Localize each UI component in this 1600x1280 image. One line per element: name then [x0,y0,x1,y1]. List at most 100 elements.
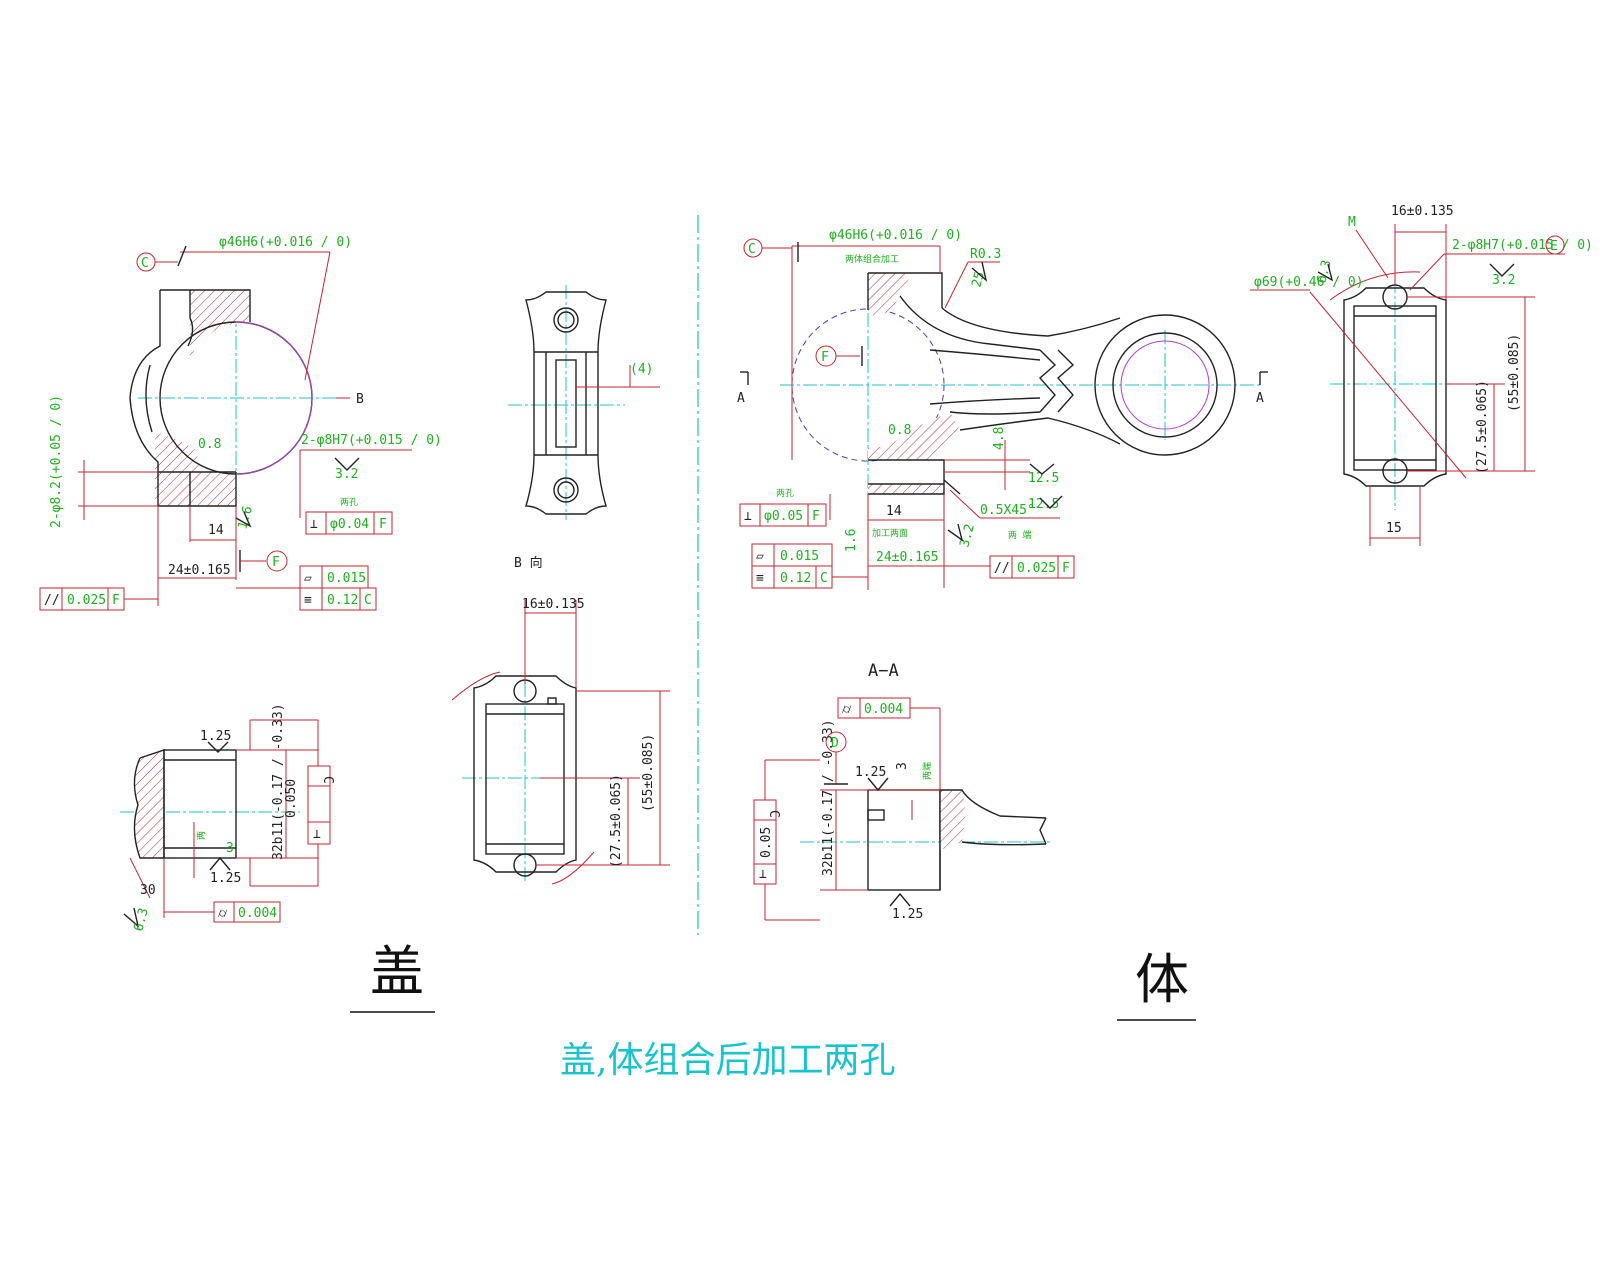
cap-title: 盖 [370,940,424,1003]
cap-b-view: (4) B 向 [508,285,660,571]
cap-section-view: 两 32b11(-0.17 / -0.33) 1.25 1.25 3 30 6.… [120,703,335,933]
svg-text://: // [44,593,60,608]
body-sv-275: (27.5±0.065) [1475,380,1490,474]
body-main-view: A A [737,272,1268,520]
svg-text:0.015: 0.015 [780,549,819,564]
svg-text:0.025: 0.025 [67,593,106,608]
body-fcf-flat-sym: ▱ 0.015 ≡ 0.12 C [751,543,868,589]
cap-sec-63: 6.3 [131,906,152,933]
svg-text:▱: ▱ [304,571,312,586]
svg-text:φ0.05: φ0.05 [764,509,803,524]
cap-flange-view: 16±0.135 (55±0.085) (27.5±0.065) [451,597,670,885]
cap-ra-08: 0.8 [198,437,221,452]
body-aa-ra-bot: 1.25 [892,907,923,922]
svg-text:0.025: 0.025 [1017,561,1056,576]
body-sv-55: (55±0.085) [1507,334,1522,412]
body-ra-16: 1.6 [844,529,859,552]
svg-text:≡: ≡ [756,571,764,586]
body-sv-15: 15 [1386,521,1402,536]
svg-text:C: C [320,776,335,784]
body-sv-m: M [1348,215,1356,230]
svg-text:F: F [812,509,820,524]
body-side-view: 16±0.135 M 2-φ8H7(+0.015 / 0) E 3.2 φ69(… [1250,204,1593,546]
cap-b-view-note: (4) [630,362,653,377]
body-fcf-parallel: 两 端 // 0.025 F [944,529,1075,579]
svg-text:两端: 两端 [921,762,933,780]
svg-text:▱: ▱ [756,549,764,564]
svg-text:0.004: 0.004 [864,702,903,717]
body-w24: 24±0.165 [876,550,939,565]
svg-text:两孔: 两孔 [340,497,358,508]
svg-text:C: C [364,593,372,608]
cap-datum-f [266,550,288,572]
svg-text:0.015: 0.015 [327,571,366,586]
body-fcf-perp: 两孔 ⊥ φ0.05 F [739,488,827,527]
cap-fcf-parallel: // 0.025 F [39,587,158,611]
svg-text:两体组合加工: 两体组合加工 [845,253,899,265]
cap-bolt-holes-dim: 2-φ8.2(+0.05 / 0) [49,395,64,528]
body-section-a-left: A [737,391,745,406]
cap-ra-32: 3.2 [335,467,358,482]
body-chamfer: 0.5X45° [980,503,1035,518]
cap-w14-dim: 14 [208,523,224,538]
cap-sec-30: 30 [140,883,156,898]
cap-bv-55-dim: (55±0.085) [641,734,656,812]
cap-sec-ra-bot: 1.25 [210,871,241,886]
cap-datum-f-label: F [272,555,280,570]
svg-text:⊥: ⊥ [313,827,321,842]
cap-bore-dim: φ46H6(+0.016 / 0) [219,235,352,250]
assembly-note: 盖,体组合后加工两孔 [560,1040,895,1081]
body-datum-e: E [1550,239,1558,254]
body-bore-dim: φ46H6(+0.016 / 0) [829,228,962,243]
body-aa-32b11: 32b11(-0.17 / -0.33) [821,719,836,876]
body-aa-ra-top: 1.25 [855,765,886,780]
cap-sec-32b11-dim: 32b11(-0.17 / -0.33) [271,703,286,860]
body-h48: 4.8 [992,427,1007,450]
body-sv-69: φ69(+0.46 / 0) [1254,275,1364,290]
svg-text:0.004: 0.004 [238,906,277,921]
svg-text:两 端: 两 端 [1008,529,1031,541]
svg-text:两孔: 两孔 [776,488,794,499]
svg-text:⊥: ⊥ [744,509,752,524]
svg-text:F: F [379,517,387,532]
svg-text:0.12: 0.12 [327,593,358,608]
svg-text:⊥: ⊥ [310,517,318,532]
body-section-a-right: A [1256,391,1264,406]
cap-sec-ra-top: 1.25 [200,729,231,744]
cap-view-b-arrow: B [356,392,364,407]
svg-text://: // [994,561,1010,576]
svg-text:⌭: ⌭ [218,906,228,921]
svg-text:≡: ≡ [304,593,312,608]
body-ra125-a: 12.5 [1028,471,1059,486]
cap-pin-holes-dim: 2-φ8H7(+0.015 / 0) [301,433,442,448]
body-title: 体 [1135,948,1189,1011]
body-datum-d: D [831,736,839,751]
cap-bv-275-dim: (27.5±0.065) [609,774,624,868]
body-ra-25: 25 [969,270,988,289]
body-w14: 14 [886,504,902,519]
svg-text:φ0.04: φ0.04 [330,517,369,532]
svg-text:C: C [820,571,828,586]
body-datum-c-label: C [748,242,756,257]
body-ra-32: 3.2 [957,522,978,549]
body-main-dims: φ46H6(+0.016 / 0) 两体组合加工 C R0.3 25 F 0.8… [743,228,1063,590]
body-r03: R0.3 [970,247,1001,262]
cap-main-view [129,289,350,520]
body-datum-f-label: F [821,350,829,365]
svg-text:C: C [766,810,781,818]
cap-bv-width-dim: 16±0.135 [522,597,585,612]
cap-fcf-flat-sym: ▱ 0.015 ≡ 0.12 C [236,565,377,611]
cap-sec-3: 3 [226,841,234,856]
svg-text:0.05: 0.05 [759,827,774,858]
svg-text:0.12: 0.12 [780,571,811,586]
svg-text:⌭: ⌭ [842,702,852,717]
cap-main-dims: φ46H6(+0.016 / 0) C B 2-φ8H7(+0.015 / 0)… [49,235,442,606]
svg-text:两: 两 [196,831,207,840]
body-sv-width: 16±0.135 [1391,204,1454,219]
body-aa-title: A−A [868,661,899,681]
svg-text:F: F [1062,561,1070,576]
body-sv-ra32: 3.2 [1492,273,1515,288]
body-ra125-b: 12.5 [1028,497,1059,512]
body-aa-section: A−A 32b11(-0.17 / -0.33) 1.25 1.25 3 两端 … [753,661,1050,922]
